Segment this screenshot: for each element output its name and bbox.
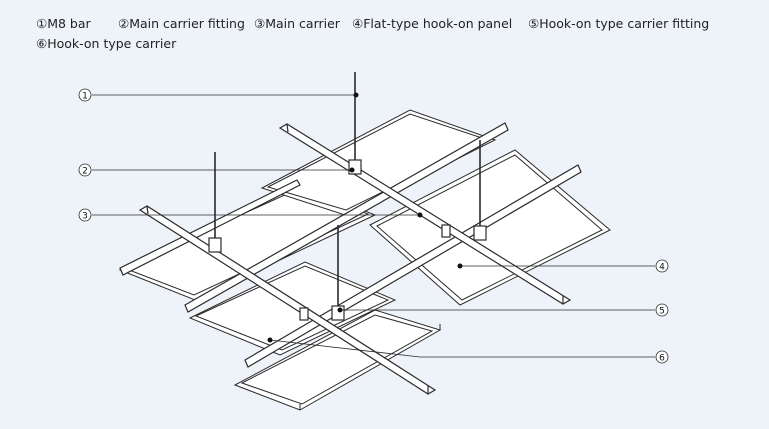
hook-on-carriers [119,122,582,368]
callout-3-label: 3 [82,212,88,222]
callout-markers [78,88,669,364]
legend-item-main-carrier-fitting: ②Main carrier fitting [118,16,245,31]
legend-item-m8-bar: ①M8 bar [36,16,91,31]
callout-dots [267,92,463,343]
m8-bars [214,72,481,308]
callout-6-label: 6 [659,354,665,364]
callout-4-label: 4 [659,263,665,273]
panels [118,109,611,411]
legend-item-hook-on-carrier: ⑥Hook-on type carrier [36,36,177,51]
callout-5-label: 5 [659,307,665,317]
callout-1-label: 1 [82,92,88,102]
legend-item-flat-type-hook-on-panel: ④Flat-type hook-on panel [352,16,513,31]
legend-item-hook-on-carrier-fitting: ⑤Hook-on type carrier fitting [528,16,710,31]
legend-item-main-carrier: ③Main carrier [254,16,340,31]
callout-2-label: 2 [82,167,88,177]
callout-leaders [92,94,655,358]
carrier-fittings [208,159,487,321]
